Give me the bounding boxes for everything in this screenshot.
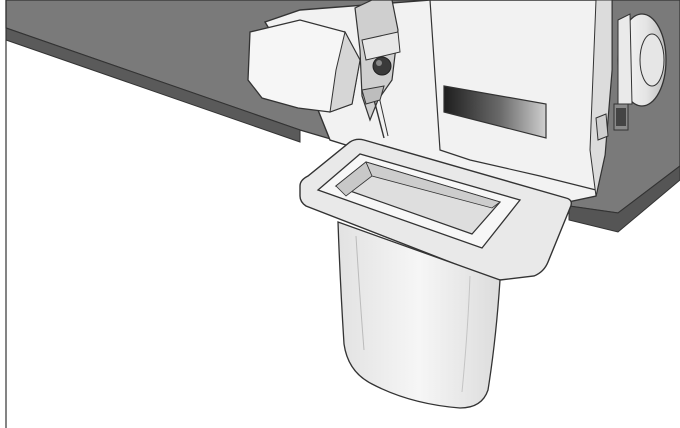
- needle-assembly: [354, 0, 401, 139]
- hand-wheel: [617, 13, 667, 107]
- side-panel: [429, 0, 597, 191]
- trim-bin: [299, 138, 573, 409]
- side-switches: [595, 103, 629, 141]
- presser-knob: [372, 56, 392, 76]
- bin-bag: [337, 221, 501, 409]
- table-right-edge: [568, 165, 680, 233]
- machine-slot: [443, 85, 547, 139]
- side-panel-shade: [589, 0, 613, 197]
- serger-machine: [247, 0, 667, 203]
- front-cover-shade: [329, 30, 361, 113]
